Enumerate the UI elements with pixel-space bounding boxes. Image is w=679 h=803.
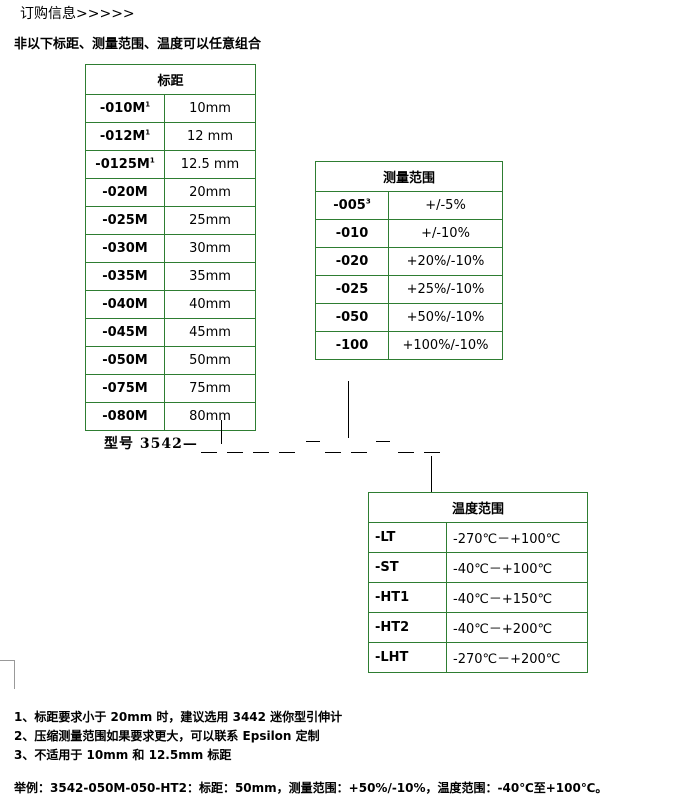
table-row: -010+/-10% — [315, 219, 503, 248]
option-code: -025M — [85, 206, 165, 235]
option-value: 75mm — [164, 374, 256, 403]
table-row: -HT2-40℃－+200℃ — [368, 612, 588, 643]
option-code: -030M — [85, 234, 165, 263]
option-code: -ST — [368, 552, 447, 583]
option-code: -075M — [85, 374, 165, 403]
temperature-range-table: 温度范围 -LT-270℃－+100℃-ST-40℃－+100℃-HT1-40℃… — [368, 492, 588, 673]
option-value: +100%/-10% — [388, 331, 503, 360]
option-value: 20mm — [164, 178, 256, 207]
option-value: 35mm — [164, 262, 256, 291]
model-separator-1 — [306, 441, 320, 442]
range-table-body: -0053+/-5%-010+/-10%-020+20%/-10%-025+25… — [315, 191, 503, 360]
footnote-2: 2、压缩测量范围如果要求更大，可以联系 Epsilon 定制 — [14, 729, 320, 743]
table-row: -0053+/-5% — [315, 191, 503, 220]
option-code: -035M — [85, 262, 165, 291]
option-code: -010M1 — [85, 94, 165, 123]
option-value: -40℃－+200℃ — [446, 612, 588, 643]
table-row: -ST-40℃－+100℃ — [368, 552, 588, 583]
option-code: -010 — [315, 219, 389, 248]
gauge-table-title: 标距 — [85, 64, 256, 95]
option-value: +50%/-10% — [388, 303, 503, 332]
option-value: -270℃－+200℃ — [446, 642, 588, 673]
option-code: -0053 — [315, 191, 389, 220]
option-code: -025 — [315, 275, 389, 304]
option-value: +25%/-10% — [388, 275, 503, 304]
ordering-info-heading: 订购信息>>>>> — [20, 6, 135, 22]
table-row: -HT1-40℃－+150℃ — [368, 582, 588, 613]
option-code: -050M — [85, 346, 165, 375]
option-code: -020 — [315, 247, 389, 276]
option-code: -0125M1 — [85, 150, 165, 179]
option-code: -HT2 — [368, 612, 447, 643]
option-value: +/-5% — [388, 191, 503, 220]
option-value: 25mm — [164, 206, 256, 235]
footnote-3: 3、不适用于 10mm 和 12.5mm 标距 — [14, 748, 232, 762]
option-value: -270℃－+100℃ — [446, 522, 588, 553]
option-code: -045M — [85, 318, 165, 347]
table-row: -025+25%/-10% — [315, 275, 503, 304]
table-row: -050+50%/-10% — [315, 303, 503, 332]
option-code: -012M1 — [85, 122, 165, 151]
range-connector-line — [348, 381, 349, 438]
measuring-range-table: 测量范围 -0053+/-5%-010+/-10%-020+20%/-10%-0… — [315, 161, 503, 360]
footnote-ref: 3 — [365, 197, 371, 206]
option-value: -40℃－+100℃ — [446, 552, 588, 583]
table-row: -020+20%/-10% — [315, 247, 503, 276]
temp-connector-line — [431, 456, 432, 492]
option-value: 45mm — [164, 318, 256, 347]
option-code: -LT — [368, 522, 447, 553]
option-value: 10mm — [164, 94, 256, 123]
footnote-ref: 1 — [145, 100, 151, 109]
footnote-ref: 1 — [149, 156, 155, 165]
temp-table-title: 温度范围 — [368, 492, 588, 523]
option-value: 40mm — [164, 290, 256, 319]
option-value: +/-10% — [388, 219, 503, 248]
option-value: -40℃－+150℃ — [446, 582, 588, 613]
model-separator-2 — [376, 441, 390, 442]
option-code: -050 — [315, 303, 389, 332]
option-value: 50mm — [164, 346, 256, 375]
temp-table-body: -LT-270℃－+100℃-ST-40℃－+100℃-HT1-40℃－+150… — [368, 522, 588, 673]
option-code: -100 — [315, 331, 389, 360]
table-row: -100+100%/-10% — [315, 331, 503, 360]
option-value: 12.5 mm — [164, 150, 256, 179]
option-code: -080M — [85, 402, 165, 431]
combination-note: 非以下标距、测量范围、温度可以任意组合 — [14, 37, 262, 52]
option-value: 80mm — [164, 402, 256, 431]
order-example: 举例：3542-050M-050-HT2：标距：50mm，测量范围：+50%/-… — [14, 781, 608, 795]
table-row: -LT-270℃－+100℃ — [368, 522, 588, 553]
gauge-connector-line — [221, 420, 222, 444]
table-row: -LHT-270℃－+200℃ — [368, 642, 588, 673]
model-number-label: 型号 3542— — [104, 436, 198, 452]
option-value: +20%/-10% — [388, 247, 503, 276]
range-table-title: 测量范围 — [315, 161, 503, 192]
option-value: 30mm — [164, 234, 256, 263]
option-code: -LHT — [368, 642, 447, 673]
footnote-1: 1、标距要求小于 20mm 时，建议选用 3442 迷你型引伸计 — [14, 710, 343, 724]
option-code: -HT1 — [368, 582, 447, 613]
option-value: 12 mm — [164, 122, 256, 151]
footnote-ref: 1 — [145, 128, 151, 137]
footnotes: 1、标距要求小于 20mm 时，建议选用 3442 迷你型引伸计 2、压缩测量范… — [14, 708, 342, 765]
option-code: -020M — [85, 178, 165, 207]
page-corner-mark — [0, 660, 15, 689]
option-code: -040M — [85, 290, 165, 319]
